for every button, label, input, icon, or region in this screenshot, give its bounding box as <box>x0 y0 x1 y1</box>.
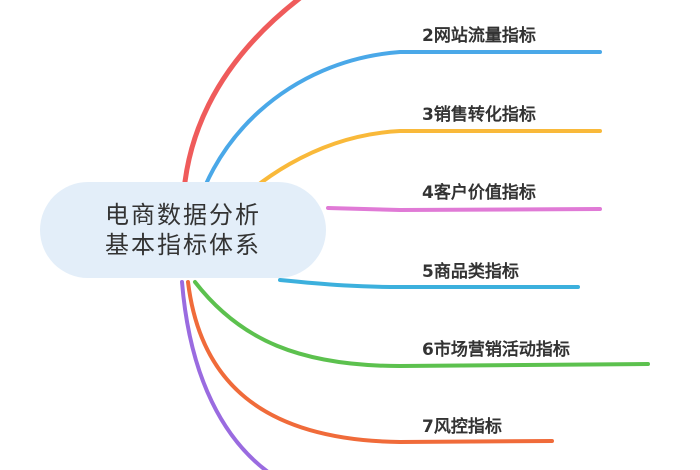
branch-node-sales-conversion[interactable]: 3销售转化指标 <box>422 105 536 125</box>
branch-node-marketing[interactable]: 6市场营销活动指标 <box>422 340 570 360</box>
root-title-line1: 电商数据分析 <box>105 201 261 229</box>
branch-line-8 <box>180 280 269 470</box>
branch-line-6 <box>193 280 650 369</box>
branch-node-risk-control[interactable]: 7风控指标 <box>422 417 502 437</box>
branch-line-4 <box>326 206 602 213</box>
branch-node-customer-value[interactable]: 4客户价值指标 <box>422 183 536 203</box>
root-title-line2: 基本指标体系 <box>105 231 261 259</box>
branch-node-website-traffic[interactable]: 2网站流量指标 <box>422 26 536 46</box>
branch-node-product[interactable]: 5商品类指标 <box>422 262 519 282</box>
branch-line-5 <box>278 278 580 289</box>
branch-line-7 <box>186 280 554 445</box>
root-node[interactable]: 电商数据分析 基本指标体系 <box>40 182 326 278</box>
